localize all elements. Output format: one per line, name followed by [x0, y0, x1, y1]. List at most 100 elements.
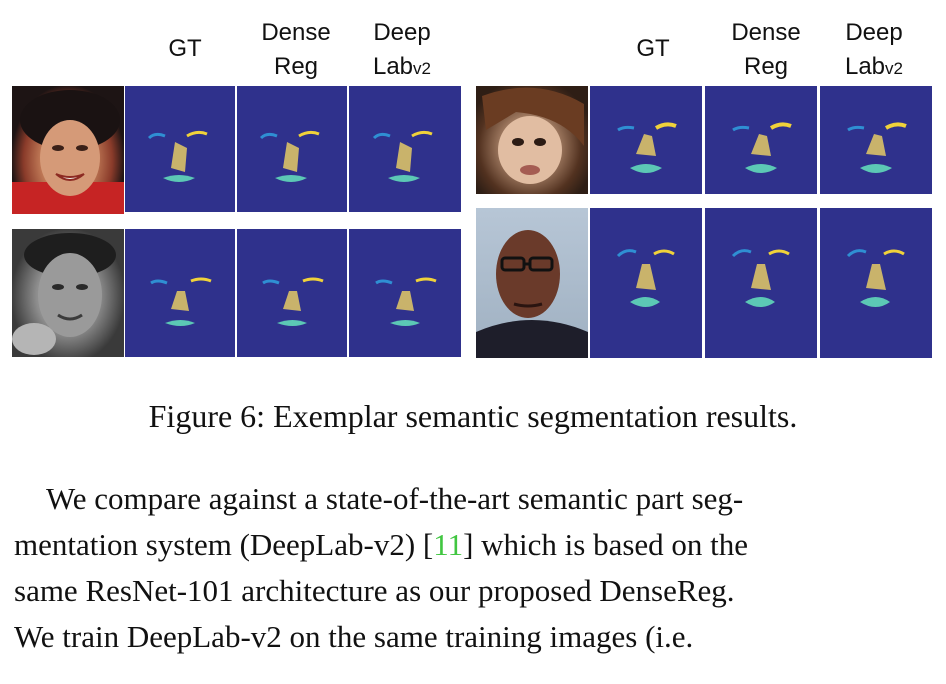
eyebrow-right-icon [884, 122, 907, 130]
face-photo-woman-drawing [12, 90, 124, 214]
eyebrow-left-icon [262, 279, 280, 285]
segmap-boy-gt-parts [150, 277, 212, 326]
eyebrow-left-icon [375, 279, 393, 285]
segmap-girl-deeplab [820, 86, 932, 194]
face-photo-boy-drawing [12, 233, 116, 355]
body-line-2-after: ] which is based on the [463, 527, 749, 562]
mouth-icon [275, 175, 307, 182]
eyebrow-right-icon [298, 130, 320, 138]
body-paragraph: We compare against a state-of-the-art se… [14, 476, 932, 660]
header-deeplab-left-line1: Deep [373, 19, 431, 46]
nose-icon [396, 291, 414, 311]
segmap-man-gt-parts [616, 249, 675, 307]
segmap-boy-gt [125, 229, 235, 357]
body-line-3: same ResNet-101 architecture as our prop… [14, 573, 735, 608]
eyebrow-left-icon [731, 249, 752, 258]
nose-icon [283, 291, 301, 311]
mouth-icon [630, 164, 662, 173]
header-densereg-left-line1: Dense [261, 19, 331, 46]
nose-icon [751, 264, 771, 290]
citation-link[interactable]: 11 [433, 527, 464, 562]
eyebrow-right-icon [190, 277, 212, 283]
nose-icon [171, 142, 187, 172]
mouth-icon [163, 175, 195, 182]
header-densereg-right-line2: Reg [743, 53, 789, 80]
header-densereg-right: Dense Reg [716, 16, 816, 84]
segmap-woman-gt [125, 86, 235, 212]
segmap-man-deeplab [820, 208, 932, 358]
face-photo-man-drawing [476, 230, 588, 358]
segmap-man-densereg-parts [731, 249, 790, 307]
segmap-man-densereg [705, 208, 817, 358]
mouth-icon [277, 320, 307, 326]
eyebrow-left-icon [150, 279, 168, 285]
eyebrow-left-icon [732, 125, 750, 132]
segmap-boy-deeplab-parts [375, 277, 437, 326]
header-deeplab-right-sub: v2 [885, 59, 903, 78]
segmap-woman-deeplab [349, 86, 461, 212]
eyebrow-left-icon [616, 249, 637, 258]
segmap-boy-deeplab [349, 229, 461, 357]
mouth-icon [630, 297, 660, 307]
header-deeplab-left-lab: Lab [372, 53, 414, 80]
header-gt-right: GT [608, 32, 698, 66]
eyebrow-left-icon [259, 132, 278, 140]
mouth-icon [745, 297, 775, 307]
segmap-woman-deeplab-parts [372, 130, 433, 182]
segmap-woman-densereg [237, 86, 347, 212]
header-deeplab-right: Deep Labv2 [824, 16, 924, 86]
eyebrow-right-icon [186, 130, 208, 138]
header-gt-right-label: GT [636, 35, 670, 62]
mouth-icon [860, 297, 890, 307]
nose-icon [866, 264, 886, 290]
segmap-woman-densereg-parts [259, 130, 320, 182]
eyebrow-left-icon [372, 132, 391, 140]
header-densereg-right-line1: Dense [731, 19, 801, 46]
face-photo-man-glasses [476, 208, 588, 358]
face-photo-girl-drawing [476, 86, 588, 194]
header-deeplab-left: Deep Labv2 [352, 16, 452, 86]
eyebrow-left-icon [147, 132, 166, 140]
eyebrow-right-icon [883, 249, 905, 256]
eyebrow-right-icon [654, 122, 677, 130]
nose-icon [751, 134, 771, 156]
mouth-icon [860, 164, 892, 173]
nose-icon [283, 142, 299, 172]
mouth-icon [390, 320, 420, 326]
mouth-icon [388, 175, 420, 182]
eyebrow-right-icon [302, 277, 324, 283]
segmap-man-gt [590, 208, 702, 358]
mouth-icon [745, 164, 777, 173]
segmap-boy-densereg-parts [262, 277, 324, 326]
header-densereg-left-line2: Reg [273, 53, 319, 80]
nose-icon [171, 291, 189, 311]
figure-caption: Figure 6: Exemplar semantic segmentation… [148, 398, 798, 434]
segmap-girl-deeplab-parts [847, 122, 907, 173]
face-photo-boy-grayscale [12, 229, 124, 357]
nose-icon [636, 264, 656, 290]
eyebrow-left-icon [617, 125, 635, 132]
segmap-man-deeplab-parts [846, 249, 905, 307]
mouth-icon [165, 320, 195, 326]
segmap-woman-gt-parts [147, 130, 208, 182]
header-densereg-left: Dense Reg [246, 16, 346, 84]
nose-icon [866, 134, 886, 156]
face-photo-woman [12, 86, 124, 214]
segmap-girl-densereg-parts [732, 122, 792, 173]
segmap-girl-gt [590, 86, 702, 194]
eyebrow-right-icon [769, 122, 792, 130]
eyebrow-left-icon [847, 125, 865, 132]
body-line-2-before: mentation system (DeepLab-v2) [ [14, 527, 434, 562]
body-line-4: We train DeepLab-v2 on the same training… [14, 619, 694, 654]
eyebrow-right-icon [768, 249, 790, 256]
eyebrow-right-icon [411, 130, 433, 138]
face-photo-girl [476, 86, 588, 194]
segmap-girl-gt-parts [617, 122, 677, 173]
eyebrow-right-icon [415, 277, 437, 283]
header-deeplab-right-line1: Deep [845, 19, 903, 46]
eyebrow-left-icon [846, 249, 867, 258]
eyebrow-right-icon [653, 249, 675, 256]
nose-icon [636, 134, 656, 156]
header-deeplab-left-sub: v2 [413, 59, 431, 78]
